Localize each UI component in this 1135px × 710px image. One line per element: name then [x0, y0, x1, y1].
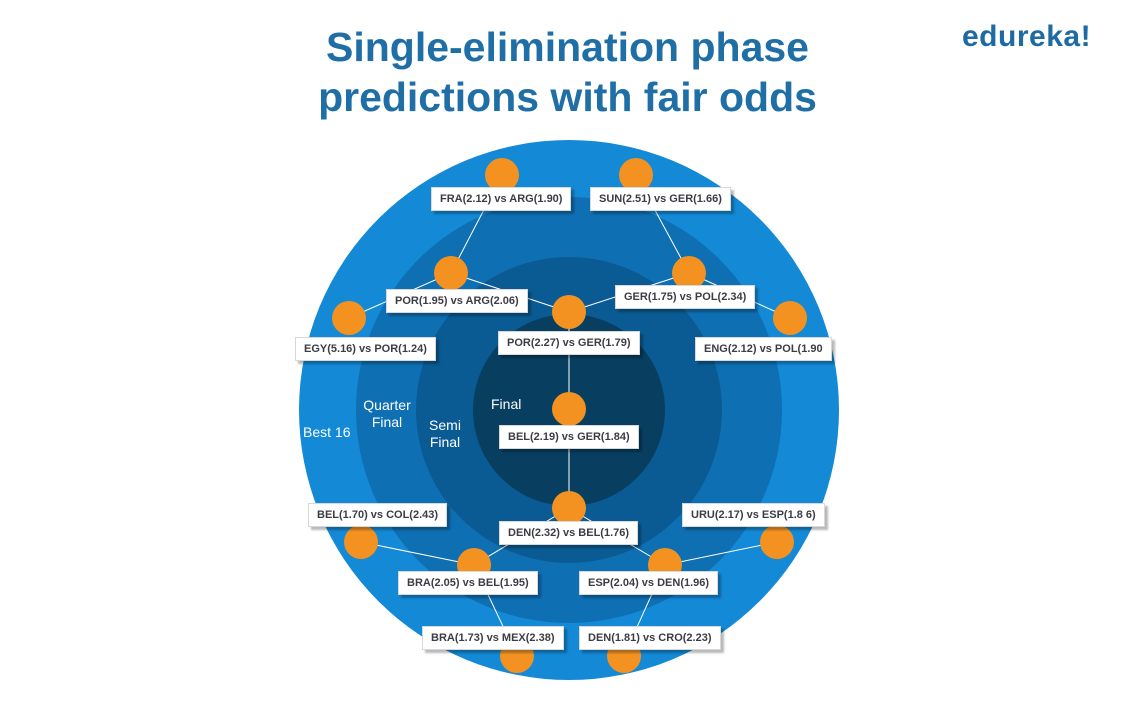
node-best16-left	[332, 301, 366, 335]
match-semi-top: POR(2.27) vs GER(1.79)	[498, 331, 640, 355]
node-semi-top	[552, 295, 586, 329]
match-quarter-top-right: GER(1.75) vs POL(2.34)	[615, 285, 756, 309]
ring-label-semi-line2: Final	[429, 434, 461, 450]
node-quarter-top-left	[434, 256, 468, 290]
match-best16-bottom-right: DEN(1.81) vs CRO(2.23)	[579, 626, 721, 650]
ring-label-best16: Best 16	[303, 424, 351, 440]
match-quarter-top-left: POR(1.95) vs ARG(2.06)	[386, 289, 528, 313]
node-final	[552, 392, 586, 426]
match-best16-right: ENG(2.12) vs POL(1.90	[695, 337, 832, 361]
ring-label-quarter-final: Quarter Final	[361, 397, 413, 431]
match-quarter-bottom-left: BRA(2.05) vs BEL(1.95)	[398, 571, 538, 595]
match-best16-top-right: SUN(2.51) vs GER(1.66)	[590, 187, 731, 211]
match-semi-bottom: DEN(2.32) vs BEL(1.76)	[499, 521, 639, 545]
ring-label-quarter-line1: Quarter	[363, 397, 411, 413]
node-best16-lower-left	[344, 525, 378, 559]
match-best16-bottom-left: BRA(1.73) vs MEX(2.38)	[422, 626, 564, 650]
match-quarter-bottom-right: ESP(2.04) vs DEN(1.96)	[579, 571, 719, 595]
match-final: BEL(2.19) vs GER(1.84)	[499, 425, 639, 449]
node-semi-bottom	[552, 491, 586, 525]
match-best16-lower-right: URU(2.17) vs ESP(1.8 6)	[682, 503, 825, 527]
match-best16-lower-left: BEL(1.70) vs COL(2.43)	[308, 503, 448, 527]
node-best16-right	[773, 301, 807, 335]
title-line-1: Single-elimination phase	[326, 24, 809, 70]
node-quarter-top-right	[672, 256, 706, 290]
ring-label-final: Final	[491, 396, 522, 412]
title-line-2: predictions with fair odds	[318, 74, 817, 120]
match-best16-top-left: FRA(2.12) vs ARG(1.90)	[431, 187, 572, 211]
ring-label-semi-final: Semi Final	[426, 417, 464, 451]
node-best16-lower-right	[760, 525, 794, 559]
edureka-logo: edureka!	[962, 20, 1092, 53]
page-title: Single-elimination phase predictions wit…	[0, 22, 1135, 122]
ring-label-quarter-line2: Final	[371, 414, 403, 430]
node-best16-top-right	[619, 158, 653, 192]
match-best16-left: EGY(5.16) vs POR(1.24)	[295, 337, 436, 361]
node-best16-top-left	[485, 158, 519, 192]
ring-label-semi-line1: Semi	[429, 417, 461, 433]
